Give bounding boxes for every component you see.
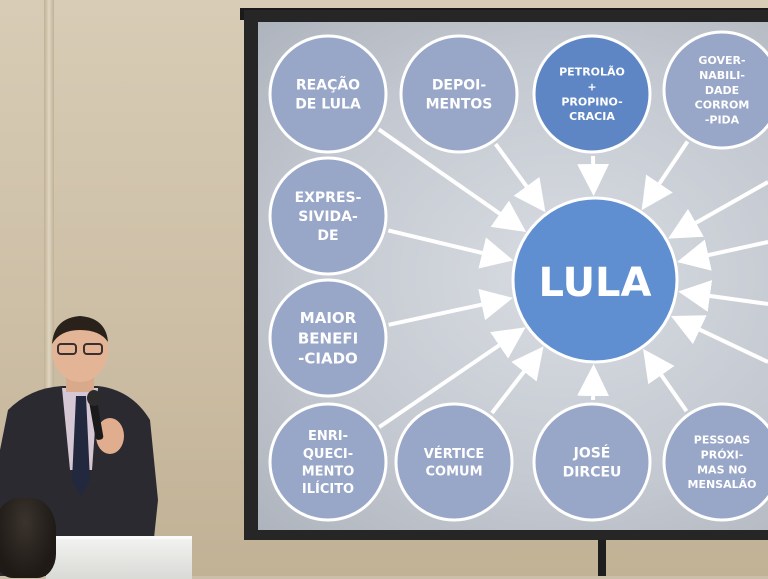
- center-label: LULA: [539, 260, 652, 306]
- node-petrolao: PETROLÃO+ PROPINO- CRACIA: [534, 36, 650, 152]
- arrow-offscreen-1: [685, 242, 768, 260]
- node-label-line: MAIOR: [300, 309, 357, 327]
- node-label-line: PESSOAS: [694, 434, 750, 447]
- arrow-maior-beneficiado: [389, 300, 506, 325]
- node-label-line: COMUM: [425, 464, 482, 479]
- node-label-line: DEPOI-: [432, 77, 487, 93]
- node-label-line: PETROLÃO: [559, 66, 625, 79]
- node-circle: [396, 404, 512, 520]
- arrow-offscreen-2: [686, 293, 768, 304]
- node-label-line: GOVER-: [698, 54, 745, 67]
- arrow-expressividade: [388, 230, 505, 258]
- arrow-pessoas: [648, 355, 687, 411]
- node-label-line: DADE: [705, 84, 739, 97]
- node-label-line: MENTOS: [426, 96, 493, 112]
- arrow-depoimentos: [496, 144, 541, 206]
- slide-diagram: REAÇÃO DE LULA DEPOI- MENTOS PETROLÃO+ PROPIN…: [258, 22, 768, 530]
- node-label-line: BENEFI: [298, 329, 358, 347]
- node-label-line: DE: [317, 228, 338, 244]
- center-node: LULA: [513, 198, 677, 362]
- arrow-vertice: [492, 353, 539, 413]
- projection-screen: REAÇÃO DE LULA DEPOI- MENTOS PETROLÃO+ PROPIN…: [258, 22, 768, 530]
- node-circle: [270, 36, 386, 152]
- node-circle: [534, 36, 650, 152]
- microphone-head: [87, 390, 101, 406]
- node-label-line: VÉRTICE: [424, 446, 485, 462]
- node-label-line: MENTO: [302, 464, 355, 479]
- node-circle: [401, 36, 517, 152]
- node-circle: [664, 404, 768, 520]
- node-expressividade: EXPRES- SIVIDA- DE: [270, 158, 386, 274]
- arrow-offscreen-0: [675, 182, 768, 235]
- node-label-line: DIRCEU: [563, 464, 622, 480]
- node-label-line: MENSALÃO: [688, 478, 757, 491]
- node-label-line: +: [587, 80, 596, 93]
- node-circle: [534, 404, 650, 520]
- node-label-line: NABILI-: [699, 69, 745, 82]
- node-enriquecimento: ENRI- QUECI- MENTO ILÍCITO: [270, 404, 386, 520]
- node-label-line: QUECI-: [303, 447, 353, 462]
- node-label-line: DE LULA: [295, 96, 361, 112]
- node-label-line: REAÇÃO: [296, 76, 360, 93]
- arrow-petrolao: [593, 156, 594, 188]
- podium: [46, 536, 192, 579]
- node-label-line: ILÍCITO: [302, 481, 354, 497]
- node-jose-dirceu: JOSÉ DIRCEU: [534, 404, 650, 520]
- audience-head: [0, 498, 56, 578]
- node-governabilidade: GOVER- NABILI- DADE CORROM -PIDA: [664, 32, 768, 148]
- node-label-line: -CIADO: [298, 350, 358, 368]
- node-label-line: MAS NO: [697, 463, 747, 476]
- screen-stand: [598, 540, 606, 576]
- arrow-offscreen-3: [678, 319, 768, 362]
- node-label-line: JOSÉ: [573, 444, 611, 461]
- node-circle: [270, 404, 386, 520]
- node-maior-beneficiado: MAIOR BENEFI -CIADO: [270, 280, 386, 396]
- arrow-governabilidade: [646, 142, 687, 204]
- node-depoimentos: DEPOI- MENTOS: [401, 36, 517, 152]
- node-reacao: REAÇÃO DE LULA: [270, 36, 386, 152]
- node-vertice: VÉRTICE COMUM: [396, 404, 512, 520]
- node-label-line: -PIDA: [705, 114, 740, 127]
- node-label-line: CRACIA: [569, 110, 615, 123]
- node-label-line: EXPRES-: [295, 190, 362, 206]
- node-label-line: PRÓXI-: [701, 448, 744, 461]
- node-label-line: CORROM: [695, 99, 750, 112]
- node-label-line: ENRI-: [308, 429, 348, 444]
- node-label-line: PROPINO-: [561, 95, 622, 108]
- node-label-line: SIVIDA-: [298, 209, 358, 225]
